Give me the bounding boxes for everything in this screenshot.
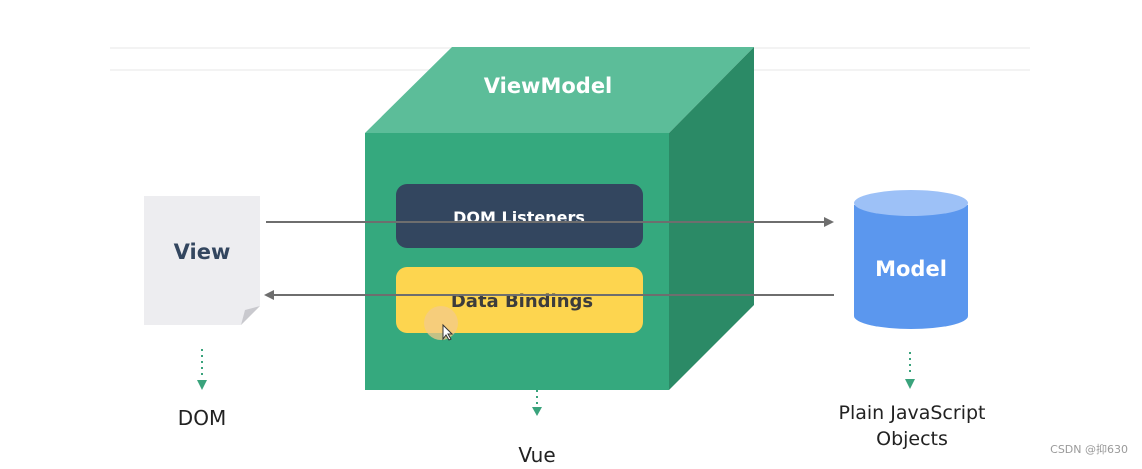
watermark: CSDN @抑630 bbox=[1050, 443, 1128, 456]
dom-listeners-box: DOM Listeners bbox=[396, 184, 643, 248]
viewmodel-caption: Vue bbox=[518, 443, 555, 467]
data-bindings-box: Data Bindings bbox=[396, 267, 643, 333]
viewmodel-title: ViewModel bbox=[484, 74, 613, 98]
model-label: Model bbox=[875, 257, 947, 281]
dom-listeners-label: DOM Listeners bbox=[453, 208, 585, 227]
view-caption: DOM bbox=[178, 406, 226, 430]
data-bindings-label: Data Bindings bbox=[451, 291, 593, 312]
cube-front-face bbox=[365, 133, 669, 390]
document-icon bbox=[144, 196, 260, 325]
model-caption-line2: Objects bbox=[876, 428, 948, 450]
view-document: View bbox=[144, 196, 260, 325]
cube-top-face bbox=[365, 47, 754, 133]
down-arrow-model bbox=[905, 352, 915, 389]
model-caption-line1: Plain JavaScript bbox=[839, 402, 986, 424]
viewmodel-cube: ViewModel bbox=[365, 47, 754, 390]
down-arrow-view bbox=[197, 349, 207, 390]
view-label: View bbox=[174, 240, 231, 264]
cube-side-face bbox=[669, 47, 754, 390]
cursor-icon bbox=[424, 306, 458, 341]
down-arrow-viewmodel bbox=[532, 390, 542, 416]
database-cylinder-icon: Model bbox=[854, 190, 968, 329]
